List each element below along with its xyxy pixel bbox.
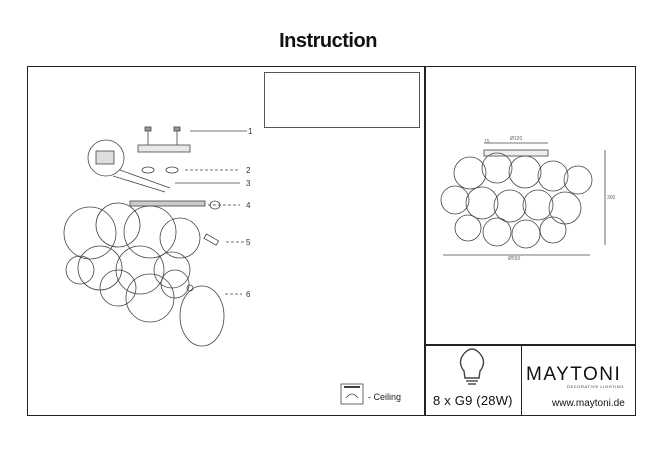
detail-pointer [119, 169, 171, 189]
dim-top-width: Ø120 [510, 136, 523, 142]
part-label-5: 5 [246, 238, 251, 247]
info-divider [424, 344, 636, 346]
dim-side-offset: 15 [484, 139, 490, 145]
document-title: Instruction [279, 30, 377, 52]
brand-logo: MAYTONI [526, 364, 622, 385]
instruction-frame [27, 66, 636, 416]
connector-detail-circle [87, 139, 125, 177]
nut-left [141, 166, 155, 174]
blank-text-box [264, 72, 420, 128]
nut-right [165, 166, 179, 174]
brand-tagline: DECORATIVE LIGHTING [567, 384, 625, 389]
bulb-spec: 8 x G9 (28W) [433, 393, 513, 408]
ceiling-icon-box [340, 383, 364, 405]
dim-diameter: Ø550 [508, 256, 521, 262]
panel-divider [424, 66, 426, 416]
part-label-1: 1 [248, 127, 253, 136]
canopy [129, 200, 206, 207]
glass-shade [179, 285, 225, 347]
part-label-6: 6 [246, 290, 251, 299]
brand-divider [521, 344, 522, 416]
website-link[interactable]: www.maytoni.de [552, 398, 625, 409]
dim-canopy [483, 149, 549, 157]
part-label-2: 2 [246, 166, 251, 175]
g9-bulb [203, 233, 220, 246]
part-label-4: 4 [246, 201, 251, 210]
bulb-icon [459, 348, 485, 379]
dim-height: 300 [607, 195, 616, 201]
part-label-3: 3 [246, 179, 251, 188]
mounting-plate [137, 144, 191, 153]
ceiling-mount-label: - Ceiling [368, 392, 402, 402]
